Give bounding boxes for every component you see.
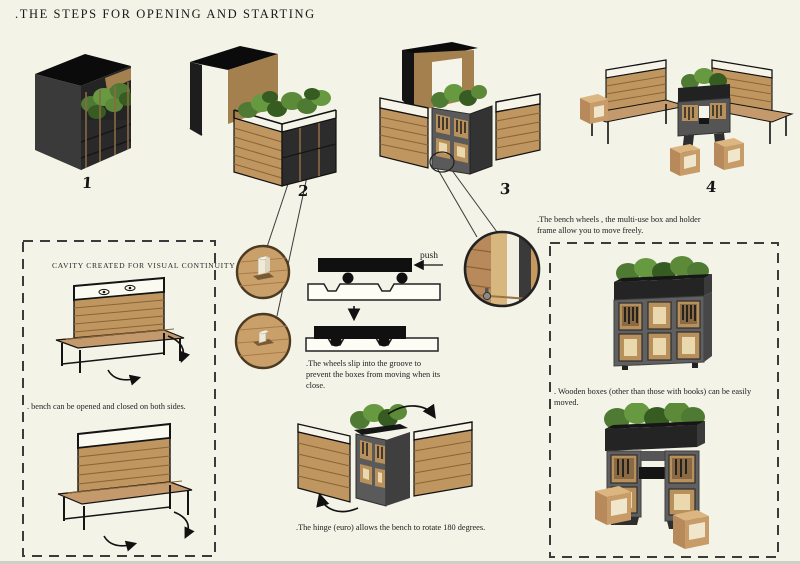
caster-wheel [482, 288, 492, 301]
step-4-label: 4 [705, 178, 718, 196]
open-arrow-icon [103, 535, 138, 552]
step-4-illustration [580, 59, 794, 176]
page-title: .THE STEPS FOR OPENING AND STARTING [15, 7, 316, 21]
cavity-heading: CAVITY CREATED FOR VISUAL CONTINUITY [52, 261, 236, 270]
peg-detail-circle-raised [235, 244, 291, 300]
step-3-illustration [379, 42, 541, 175]
wheel-detail-circle [463, 230, 541, 308]
peg-detail-circles [234, 244, 292, 370]
step-3-label: 3 [499, 180, 512, 198]
bench-open-caption: . bench can be opened and closed on both… [27, 402, 186, 411]
page-bottom-edge [0, 561, 800, 564]
eye-icon [124, 284, 136, 292]
wood-cube-stool [595, 486, 631, 525]
zoom-callout-circle [429, 151, 455, 173]
shelf-unit-illustration [613, 256, 712, 370]
wheels-groove-caption: .The wheels slip into the groove to prev… [306, 359, 441, 391]
right-panel-border [549, 242, 779, 558]
plants [350, 404, 407, 429]
bench-back-illustration [57, 422, 195, 552]
plants [238, 88, 331, 118]
eye-icon [98, 288, 110, 296]
peg-detail-circle-recessed [234, 312, 292, 370]
step-2-label: 2 [297, 182, 310, 200]
wood-cube-stool [673, 510, 709, 549]
wood-cube-stool [714, 138, 744, 170]
step-1-illustration [35, 54, 131, 170]
step-2-illustration [189, 46, 337, 187]
rotate-arrow-icon [387, 403, 436, 419]
hinge-caption: .The hinge (euro) allows the bench to ro… [296, 523, 486, 532]
bench-front-illustration [55, 276, 191, 386]
push-diagram [305, 258, 443, 352]
plants [431, 84, 487, 108]
open-arrow-icon [167, 335, 191, 363]
wood-cube-stool [670, 144, 700, 176]
push-label: push [420, 251, 438, 261]
shelf-open-illustration [595, 403, 709, 549]
wooden-boxes-caption: . Wooden boxes (other than those with bo… [554, 387, 752, 408]
step-1-label: 1 [81, 174, 94, 192]
open-arrow-icon [173, 511, 195, 539]
open-arrow-icon [107, 369, 142, 386]
bench-wheels-caption: .The bench wheels , the multi-use box an… [537, 215, 701, 236]
rotate-arrow-icon [316, 492, 359, 513]
hinge-illustration [297, 403, 473, 513]
left-panel-border [22, 240, 216, 557]
wood-cube-stool [580, 94, 608, 124]
